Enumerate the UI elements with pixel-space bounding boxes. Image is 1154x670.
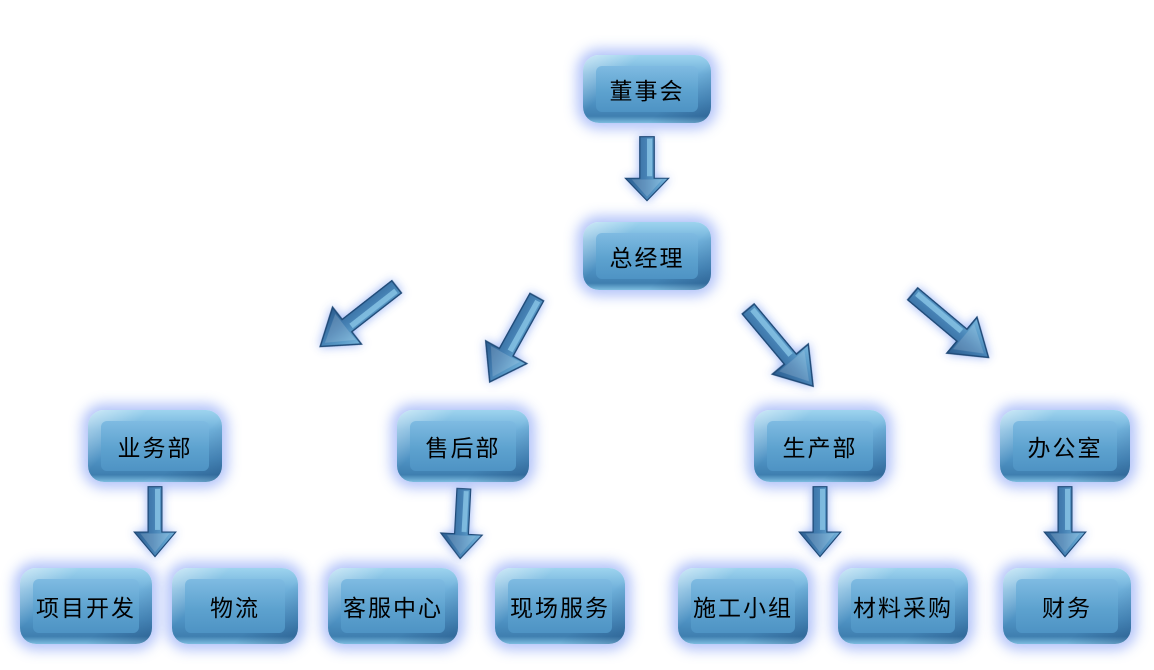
node-material-procurement: 材料采购 [838, 568, 968, 644]
node-general-manager: 总经理 [583, 222, 711, 290]
node-board-of-directors: 董事会 [583, 55, 711, 123]
node-project-development: 项目开发 [20, 568, 152, 644]
node-label: 总经理 [609, 246, 685, 272]
node-label: 物流 [210, 596, 260, 622]
arrow-after-sales-to-children [439, 487, 484, 560]
node-label: 施工小组 [693, 596, 793, 622]
node-production-dept: 生产部 [754, 410, 886, 482]
node-label: 办公室 [1027, 436, 1103, 462]
node-after-sales-dept: 售后部 [397, 410, 529, 482]
arrow-gm-to-business [319, 279, 403, 348]
arrow-office-to-finance [1043, 486, 1087, 558]
node-label: 财务 [1042, 596, 1092, 622]
arrow-board-to-gm [624, 136, 670, 202]
node-field-service: 现场服务 [495, 568, 625, 644]
node-label: 现场服务 [510, 596, 610, 622]
node-logistics: 物流 [172, 568, 298, 644]
node-label: 客服中心 [343, 596, 443, 622]
arrow-gm-to-after-sales [484, 292, 545, 384]
node-label: 业务部 [117, 436, 193, 462]
node-label: 董事会 [609, 79, 685, 105]
arrow-production-to-children [798, 486, 842, 558]
node-label: 项目开发 [36, 596, 136, 622]
node-customer-service-center: 客服中心 [328, 568, 458, 644]
node-office: 办公室 [1000, 410, 1130, 482]
node-business-dept: 业务部 [88, 410, 222, 482]
node-label: 生产部 [782, 436, 858, 462]
node-finance: 财务 [1003, 568, 1131, 644]
node-label: 售后部 [425, 436, 501, 462]
node-label: 材料采购 [853, 596, 953, 622]
arrow-gm-to-production [741, 302, 814, 388]
arrow-business-to-children [133, 486, 177, 558]
arrow-gm-to-office [906, 286, 990, 359]
node-construction-team: 施工小组 [678, 568, 808, 644]
